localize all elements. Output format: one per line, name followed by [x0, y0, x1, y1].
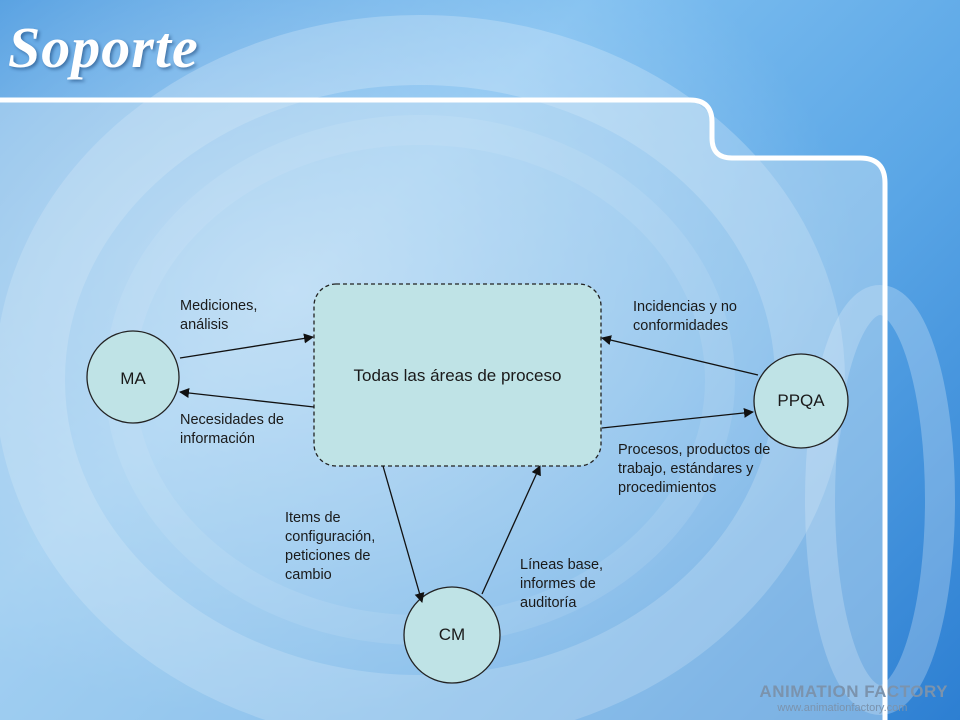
arrow-center-to-cm — [382, 465, 425, 603]
edge-label-cm-to-center: Líneas base, informes de auditoría — [520, 557, 604, 611]
edge-label-ma-to-center: Mediciones, análisis — [180, 298, 258, 333]
arrow-center-to-ppqa — [601, 407, 754, 429]
center-node-box — [313, 283, 602, 467]
arrow-cm-to-center — [481, 465, 541, 595]
slide-title: Soporte — [8, 15, 199, 80]
cm-node-label: CM — [438, 625, 466, 644]
ppqa-node-circle — [753, 353, 849, 449]
watermark-url: www.animationfactory.com — [777, 702, 908, 714]
arrow-ppqa-to-center — [601, 335, 759, 376]
ppqa-node-label: PPQA — [777, 391, 825, 410]
watermark-title: ANIMATION FACTORY — [759, 682, 948, 701]
edge-label-center-to-ma: Necesidades de información — [180, 412, 284, 447]
edge-label-center-to-ppqa: Procesos, productos de trabajo, estándar… — [618, 442, 771, 496]
watermark: ANIMATION FACTORY www.animationfactory.c… — [759, 682, 948, 714]
arrow-center-to-ma — [179, 388, 315, 408]
cm-node-circle — [403, 586, 501, 684]
ma-node-circle — [86, 330, 180, 424]
center-node-label: Todas las áreas de proceso — [353, 366, 562, 385]
arrow-ma-to-center — [179, 333, 314, 359]
edge-label-ppqa-to-center: Incidencias y no conformidades — [633, 299, 737, 334]
edge-label-center-to-cm: Items de configuración, peticiones de ca… — [285, 510, 376, 583]
ma-node-label: MA — [120, 369, 146, 388]
